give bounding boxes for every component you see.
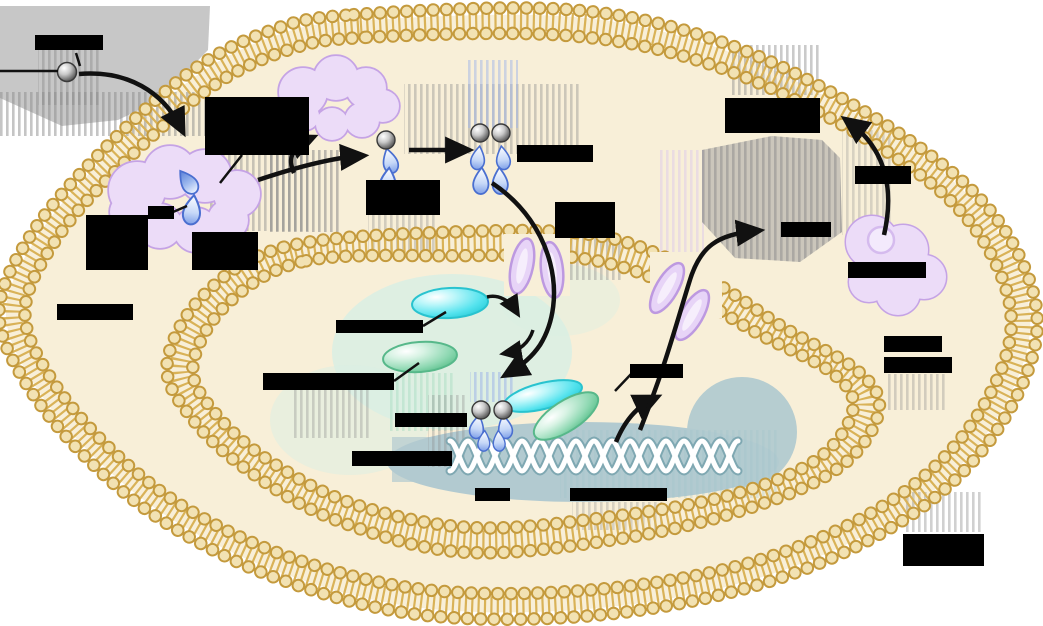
arrow-coactivator-2 — [499, 329, 535, 361]
redacted-labels — [35, 35, 984, 566]
nuclear-pore-2 — [648, 261, 711, 342]
redacted-label-chaperone — [205, 97, 309, 155]
redacted-label-complex-bottom — [192, 232, 258, 270]
new-protein-circle — [866, 225, 896, 255]
hormone-receptor-monomer — [376, 130, 402, 198]
redacted-label-hormone — [35, 35, 103, 50]
redacted-label-below-dimer — [555, 202, 615, 238]
redacted-label-dna-dimer — [395, 413, 467, 427]
redacted-label-right-2 — [781, 222, 831, 237]
dna-strand-a — [447, 438, 741, 474]
nuclear-envelope-dots-inner-fill — [188, 250, 859, 533]
dimer-bound-to-dna — [467, 400, 515, 453]
pathway-arrows — [78, 71, 891, 443]
nuclear-envelope-dots-outer — [160, 223, 887, 560]
coactivator-ellipse-green-1 — [382, 340, 458, 374]
hormone-on-monomer — [376, 130, 396, 150]
arrow-hormone-entry — [78, 71, 186, 138]
hormone-on-dna-dimer-right — [493, 400, 513, 420]
plasma-membrane-dots-inner-fill — [20, 28, 1016, 599]
arrow-coactivator-1 — [486, 292, 521, 318]
redacted-label-green-ellipse — [263, 373, 394, 390]
redacted-label-right-5 — [884, 357, 952, 373]
redacted-label-right-3 — [848, 262, 926, 278]
coactivator-ellipse-cyan-1 — [411, 286, 489, 320]
arrow-dimer-to-nucleus — [490, 181, 557, 379]
redacted-label-dna-bottom-2 — [570, 488, 667, 501]
hormone-on-dimer-right — [491, 123, 511, 143]
redacted-label-dna-bottom-1 — [475, 488, 510, 501]
redacted-label-right-4 — [884, 336, 942, 352]
hormone-receptor-dimer — [468, 123, 513, 196]
redacted-label-cytoplasm — [57, 304, 133, 320]
redacted-label-receptor-small — [148, 206, 174, 219]
redacted-label-cyan-ellipse — [336, 320, 423, 333]
redacted-label-mrna — [630, 364, 683, 378]
redacted-label-dna — [352, 451, 452, 466]
hormone-on-dna-dimer-left — [471, 400, 491, 420]
redacted-label-bottom-right — [903, 534, 984, 566]
redacted-label-top-right — [725, 98, 820, 133]
coactivator-ellipse-green-2 — [532, 391, 600, 441]
redacted-label-monomer — [366, 180, 440, 215]
redacted-label-complex-left — [86, 215, 148, 270]
plasma-membrane-tails — [1, 10, 1035, 617]
hormone-on-dimer-left — [470, 123, 490, 143]
plasma-membrane-dots-outer-fill — [0, 3, 1043, 625]
arrow-complex-to-monomer — [257, 143, 370, 183]
redacted-label-dimer — [517, 145, 593, 162]
nuclear-envelope — [160, 223, 887, 560]
arrow-mrna-through-pore — [637, 219, 766, 431]
redacted-label-right-1 — [855, 166, 911, 184]
hormone-sphere — [56, 61, 78, 83]
